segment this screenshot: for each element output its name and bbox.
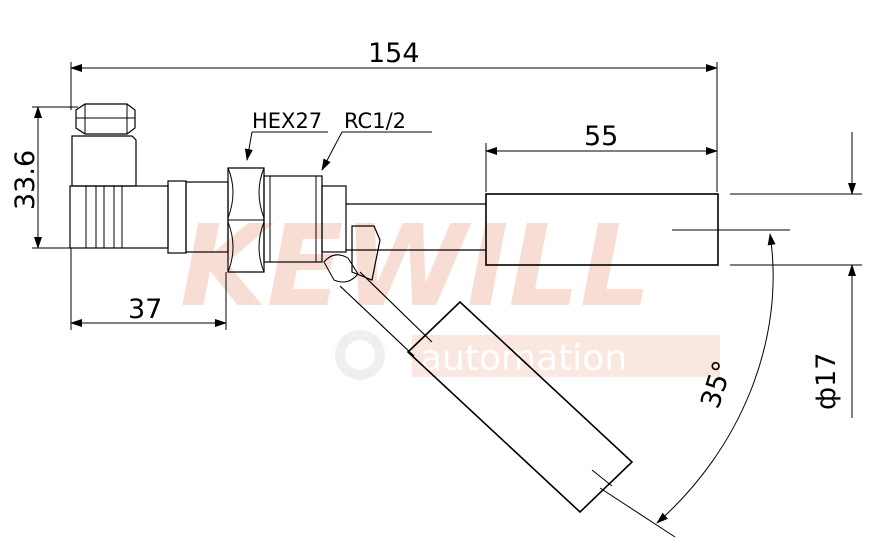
- dimension-connector: 37: [70, 248, 227, 330]
- dimension-height-label: 33.6: [10, 150, 41, 210]
- callout-thread-label: RC1/2: [344, 109, 406, 133]
- dimension-connector-label: 37: [128, 294, 162, 325]
- dimension-overall-label: 154: [368, 38, 420, 69]
- watermark-gear-icon: [335, 330, 385, 380]
- dimension-float-diameter-label: ф17: [811, 353, 842, 410]
- thread-section: [263, 175, 347, 263]
- float-arm-horizontal: [323, 203, 486, 283]
- dimension-float-diameter: ф17: [730, 132, 862, 418]
- watermark-brand: KEWILL: [180, 202, 651, 332]
- float-tilted: [339, 271, 634, 514]
- dimension-overall: 154: [70, 38, 718, 192]
- callout-hex-label: HEX27: [252, 109, 322, 133]
- dimension-height: 33.6: [10, 106, 78, 249]
- dimension-float-length-label: 55: [584, 121, 618, 152]
- watermark-sub: automation: [420, 338, 627, 379]
- callout-thread: RC1/2: [321, 109, 432, 171]
- hex-nut: [227, 167, 265, 273]
- callout-hex: HEX27: [244, 109, 328, 161]
- float-horizontal: [485, 193, 735, 266]
- watermark: KEWILL automation: [180, 202, 720, 380]
- dimension-float-length: 55: [485, 121, 718, 192]
